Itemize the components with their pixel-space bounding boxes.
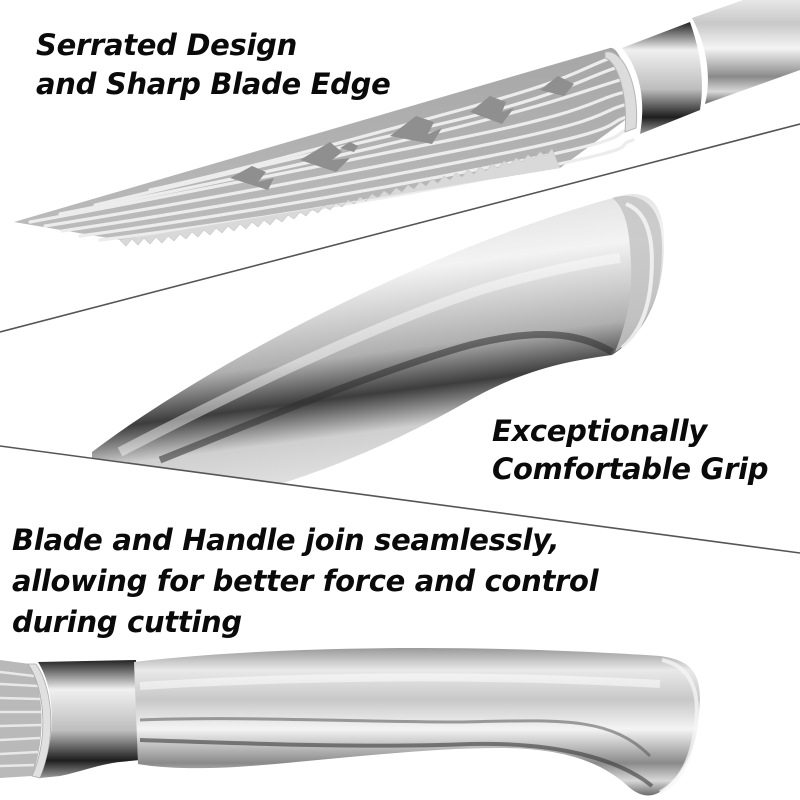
caption-line: during cutting <box>12 605 242 639</box>
caption-line: and Sharp Blade Edge <box>36 67 391 101</box>
divider-line <box>0 123 800 333</box>
caption-line: Exceptionally <box>492 414 707 448</box>
panel-grip-handle <box>92 194 664 490</box>
caption-comfortable-grip: Exceptionally Comfortable Grip <box>492 412 768 488</box>
caption-seamless-join: Blade and Handle join seamlessly, allowi… <box>12 520 599 643</box>
caption-line: Blade and Handle join seamlessly, <box>12 523 560 557</box>
panel-seamless-join <box>0 648 700 796</box>
serrated-blade-image <box>14 0 800 247</box>
grip-handle-image <box>92 194 664 490</box>
caption-line: Comfortable Grip <box>492 452 769 486</box>
seamless-join-image <box>0 648 700 796</box>
caption-line: allowing for better force and control <box>12 564 599 598</box>
caption-serrated-design: Serrated Design and Sharp Blade Edge <box>36 26 391 104</box>
panel-serrated-blade <box>14 0 800 247</box>
caption-line: Serrated Design <box>36 28 297 62</box>
divider-line <box>0 445 800 554</box>
